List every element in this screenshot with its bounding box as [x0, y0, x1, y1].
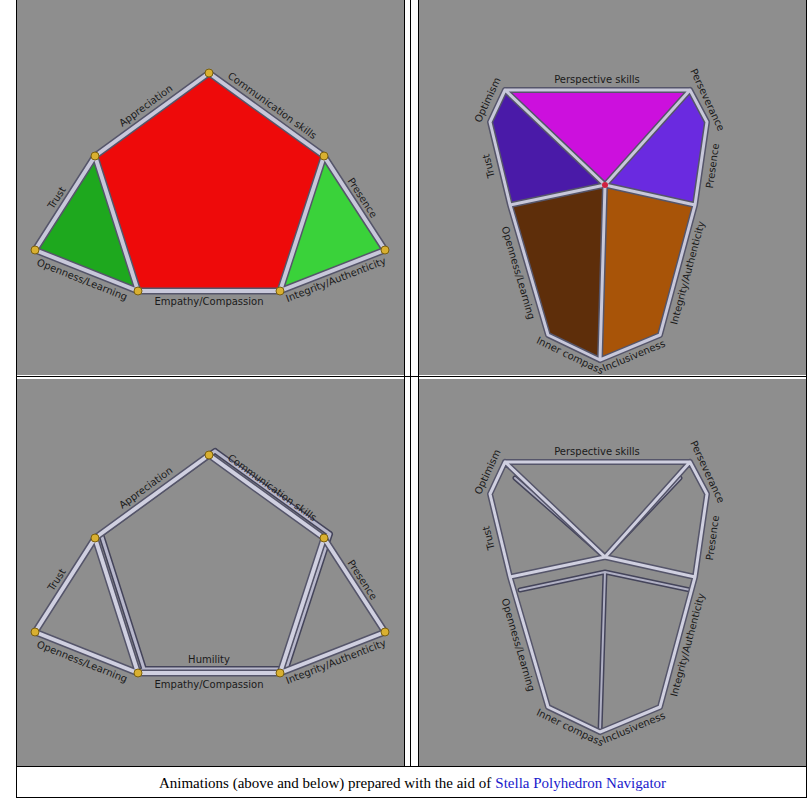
edge-label: Empathy/Compassion: [154, 297, 263, 307]
edge-label: Empathy/Compassion: [154, 680, 263, 690]
edge-label: Perspective skills: [554, 75, 640, 85]
edge-label: Humility: [188, 655, 230, 665]
caption-link: Stella Polyhedron Navigator: [495, 775, 666, 792]
caption: Animations (above and below) prepared wi…: [159, 775, 491, 792]
caption-row: Animations (above and below) prepared wi…: [17, 768, 808, 798]
edge-label: Perspective skills: [554, 447, 640, 457]
